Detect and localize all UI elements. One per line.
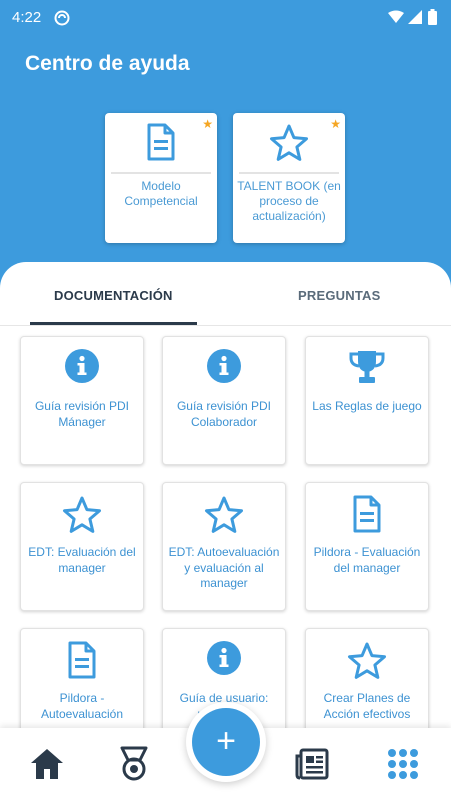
signal-icon — [408, 10, 422, 24]
favorite-label: Modelo Competencial — [124, 179, 198, 208]
star-icon — [21, 495, 143, 540]
doc-label: Crear Planes de Acción efectivos — [323, 691, 411, 721]
favorite-label: TALENT BOOK (en proceso de actualización… — [237, 179, 341, 223]
doc-label: EDT: Autoevaluación y evaluación al mana… — [168, 545, 280, 590]
status-bar: 4:22 — [0, 0, 451, 36]
tab-preguntas[interactable]: PREGUNTAS — [298, 288, 381, 303]
doc-label: Pildora - Evaluación del manager — [313, 545, 421, 575]
doc-card-reglas-de-juego[interactable]: Las Reglas de juego — [305, 336, 429, 465]
tab-documentacion[interactable]: DOCUMENTACIÓN — [54, 288, 173, 303]
status-time: 4:22 — [12, 9, 42, 26]
info-icon — [21, 349, 143, 388]
doc-card-pildora-evaluacion-manager[interactable]: Pildora - Evaluación del manager — [305, 482, 429, 611]
document-icon — [105, 123, 217, 166]
star-icon — [163, 495, 285, 540]
page-title: Centro de ayuda — [25, 52, 190, 75]
doc-label: Guía revisión PDI Colaborador — [176, 399, 272, 429]
star-icon — [306, 641, 428, 686]
document-icon — [21, 641, 143, 684]
favorite-star-icon: ★ — [330, 117, 341, 131]
add-icon: + — [192, 708, 260, 776]
doc-label: Pildora - Autoevaluación — [40, 691, 124, 721]
info-icon — [163, 349, 285, 388]
favorite-card-talent-book[interactable]: ★ TALENT BOOK (en proceso de actualizaci… — [233, 113, 345, 243]
favorite-star-icon: ★ — [202, 117, 213, 131]
doc-label: EDT: Evaluación del manager — [28, 545, 136, 575]
news-icon[interactable] — [290, 742, 334, 786]
doc-label: Las Reglas de juego — [312, 399, 422, 413]
active-tab-indicator — [30, 322, 197, 325]
wifi-icon — [388, 10, 404, 23]
medal-icon[interactable] — [112, 742, 156, 786]
apps-grid-icon[interactable] — [381, 742, 425, 786]
info-icon — [163, 641, 285, 680]
doc-label: Guía revisión PDI Mánager — [34, 399, 130, 429]
home-icon[interactable] — [25, 742, 69, 786]
star-icon — [233, 123, 345, 168]
trophy-icon — [306, 349, 428, 390]
doc-card-guia-pdi-colaborador[interactable]: Guía revisión PDI Colaborador — [162, 336, 286, 465]
doc-card-edt-autoevaluacion[interactable]: EDT: Autoevaluación y evaluación al mana… — [162, 482, 286, 611]
battery-icon — [428, 9, 437, 25]
doc-card-guia-pdi-manager[interactable]: Guía revisión PDI Mánager — [20, 336, 144, 465]
sync-icon — [54, 10, 70, 26]
favorite-card-modelo-competencial[interactable]: ★ Modelo Competencial — [105, 113, 217, 243]
add-button[interactable]: + — [186, 702, 266, 782]
document-icon — [306, 495, 428, 538]
header: 4:22 Centro de ayuda — [0, 0, 451, 300]
doc-card-edt-evaluacion-manager[interactable]: EDT: Evaluación del manager — [20, 482, 144, 611]
